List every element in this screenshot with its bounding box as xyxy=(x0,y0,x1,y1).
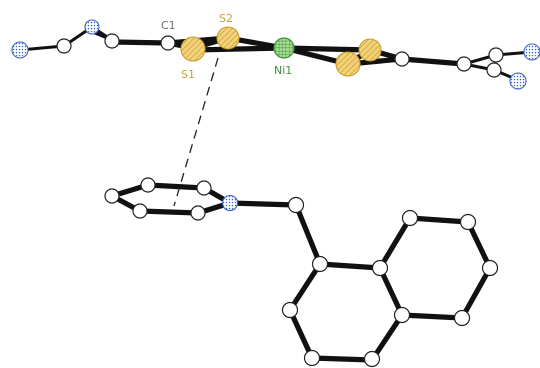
sulfur-atom-s2 xyxy=(216,26,240,50)
bond xyxy=(407,215,471,225)
carbon-atom xyxy=(371,259,389,277)
nitrogen-atom xyxy=(11,41,29,59)
carbon-atom xyxy=(459,213,477,231)
label-c1: C1 xyxy=(161,19,176,32)
bond xyxy=(227,200,299,208)
label-s1: S1 xyxy=(181,68,195,81)
carbon-atom xyxy=(363,350,381,368)
carbon-atom xyxy=(140,177,156,193)
bond xyxy=(465,219,493,271)
bond xyxy=(309,355,375,363)
label-ni1: Ni1 xyxy=(274,64,292,77)
bond xyxy=(377,215,413,271)
carbon-atom xyxy=(196,180,212,196)
carbon-atom xyxy=(481,259,499,277)
bond xyxy=(459,265,493,321)
bond xyxy=(369,312,405,363)
carbon-atom xyxy=(401,209,419,227)
label-s2: S2 xyxy=(219,12,233,25)
carbon-atom xyxy=(303,349,321,367)
cation-atoms xyxy=(104,177,499,368)
bond xyxy=(287,261,323,313)
bond xyxy=(145,182,207,191)
bond xyxy=(287,307,315,361)
sulfur-atom xyxy=(335,51,361,77)
carbon-atom xyxy=(104,188,120,204)
bond xyxy=(109,39,171,46)
anion-atoms xyxy=(11,19,540,90)
carbon-atom xyxy=(281,301,299,319)
carbon-atom-c1 xyxy=(160,35,176,51)
nitrogen-atom xyxy=(221,194,239,212)
carbon-atom xyxy=(453,309,471,327)
bond xyxy=(377,265,405,318)
carbon-atom xyxy=(394,51,410,67)
sulfur-atom-s1 xyxy=(180,36,206,62)
carbon-atom xyxy=(456,56,472,72)
carbon-atom xyxy=(311,255,329,273)
bond xyxy=(317,261,383,271)
bond xyxy=(190,45,287,53)
bond xyxy=(293,202,323,267)
nitrogen-atom xyxy=(84,19,100,35)
bond xyxy=(399,56,467,67)
bond xyxy=(137,208,201,216)
carbon-atom xyxy=(486,62,502,78)
short-contact-dashed-line xyxy=(173,57,219,207)
carbon-atom xyxy=(190,205,206,221)
nitrogen-atom xyxy=(509,72,527,90)
carbon-atom xyxy=(56,38,72,54)
carbon-atom xyxy=(287,196,305,214)
carbon-atom xyxy=(393,306,411,324)
nickel-atom-ni1 xyxy=(273,37,295,59)
sulfur-atom xyxy=(358,38,382,62)
carbon-atom xyxy=(132,203,148,219)
bond xyxy=(281,45,373,53)
nitrogen-atom xyxy=(523,43,540,61)
bond xyxy=(399,312,465,321)
carbon-atom xyxy=(488,47,504,63)
carbon-atom xyxy=(104,33,120,49)
atom-labels: C1 S1 S2 Ni1 xyxy=(161,12,292,81)
